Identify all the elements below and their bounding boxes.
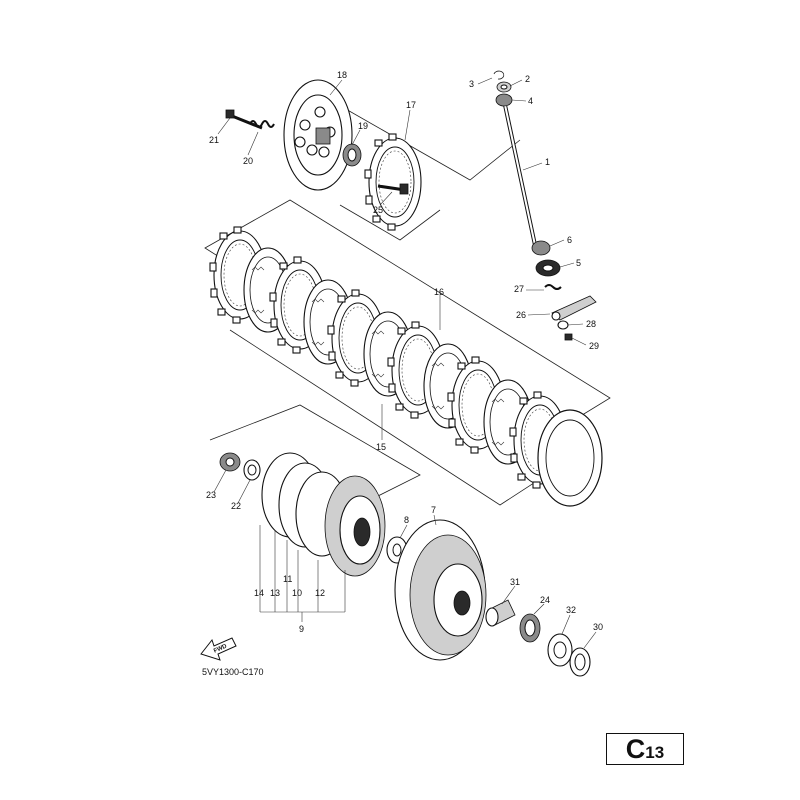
callout-3: 3 xyxy=(469,79,474,89)
callout-21: 21 xyxy=(209,135,219,145)
push-rod-1 xyxy=(503,104,537,246)
callout-25: 25 xyxy=(373,205,383,215)
callout-27: 27 xyxy=(514,284,524,294)
callout-9: 9 xyxy=(299,624,304,634)
callout-28: 28 xyxy=(586,319,596,329)
bolt-29 xyxy=(564,333,573,341)
callout-15: 15 xyxy=(376,442,386,452)
callout-22: 22 xyxy=(231,501,241,511)
washer-2 xyxy=(496,81,512,93)
callout-12: 12 xyxy=(315,588,325,598)
diagram-code: 5VY1300-C170 xyxy=(202,667,264,677)
spring-20 xyxy=(249,120,275,128)
nut-23 xyxy=(219,452,241,472)
callout-6: 6 xyxy=(567,235,572,245)
bracket-lines xyxy=(259,525,346,622)
bearing-6 xyxy=(531,240,551,256)
callout-4: 4 xyxy=(528,96,533,106)
callout-2: 2 xyxy=(525,74,530,84)
clutch-housing-7 xyxy=(394,519,487,661)
fwd-arrow-icon: FWD xyxy=(200,637,237,661)
clutch-boss-9 xyxy=(261,452,386,577)
callout-23: 23 xyxy=(206,490,216,500)
callout-17: 17 xyxy=(406,100,416,110)
plate-17 xyxy=(364,133,422,231)
lever-26 xyxy=(551,295,597,321)
fwd-label: FWD xyxy=(213,643,229,654)
callout-1: 1 xyxy=(545,157,550,167)
washer-28 xyxy=(557,320,569,330)
spacer-31 xyxy=(485,599,516,627)
clutch-plate-stack xyxy=(209,226,603,507)
callout-16: 16 xyxy=(434,287,444,297)
callout-7: 7 xyxy=(431,505,436,515)
callout-8: 8 xyxy=(404,515,409,525)
leader-lines xyxy=(213,77,597,649)
callout-14: 14 xyxy=(254,588,264,598)
circlip-3 xyxy=(493,70,505,80)
callouts: 1 2 3 4 5 6 7 8 9 10 11 12 13 14 15 16 1… xyxy=(206,70,603,634)
callout-19: 19 xyxy=(358,121,368,131)
gear-32 xyxy=(547,633,573,667)
callout-24: 24 xyxy=(540,595,550,605)
bearing-19 xyxy=(342,143,362,167)
callout-5: 5 xyxy=(576,258,581,268)
spring-27 xyxy=(544,284,562,290)
washer-30 xyxy=(569,647,591,677)
callout-31: 31 xyxy=(510,577,520,587)
callout-18: 18 xyxy=(337,70,347,80)
washer-22 xyxy=(243,459,261,481)
pressure-plate-18 xyxy=(283,79,353,191)
callout-20: 20 xyxy=(243,156,253,166)
callout-30: 30 xyxy=(593,622,603,632)
page-number: 13 xyxy=(645,743,665,762)
callout-13: 13 xyxy=(270,588,280,598)
callout-32: 32 xyxy=(566,605,576,615)
callout-11: 11 xyxy=(283,574,292,584)
callout-29: 29 xyxy=(589,341,599,351)
needle-bearing-24 xyxy=(519,613,541,643)
callout-26: 26 xyxy=(516,310,526,320)
page-letter: C xyxy=(625,734,646,764)
nut-4 xyxy=(495,93,513,107)
seal-5 xyxy=(535,259,561,277)
callout-10: 10 xyxy=(292,588,302,598)
